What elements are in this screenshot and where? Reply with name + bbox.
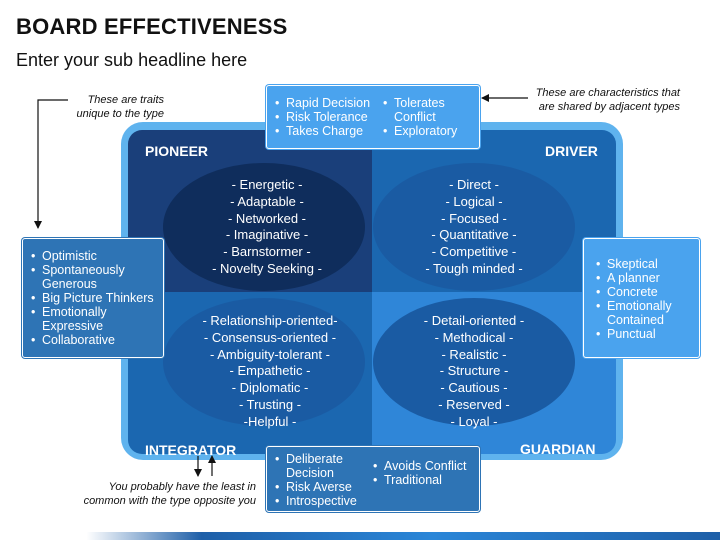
- ellipse-pioneer: [163, 163, 365, 291]
- ellipse-integrator: [163, 298, 365, 426]
- traits-guardian: - Detail-oriented - - Methodical - - Rea…: [373, 313, 575, 431]
- trait-item: - Trusting -: [238, 396, 302, 412]
- trait-item: - Consensus-oriented -: [203, 329, 337, 345]
- ellipse-guardian: [373, 298, 575, 426]
- shared-item: Optimistic: [29, 249, 159, 263]
- shared-item: Rapid Decision: [273, 96, 373, 110]
- trait-item: - Focused -: [441, 210, 507, 226]
- trait-item: -Helpful -: [243, 413, 297, 429]
- shared-item: Deliberate Decision: [273, 452, 373, 480]
- note-line: These are traits: [87, 94, 164, 106]
- traits-pioneer: - Energetic - - Adaptable - - Networked …: [166, 177, 368, 278]
- note-opposite: You probably have the least in common wi…: [80, 480, 256, 508]
- trait-item: - Detail-oriented -: [423, 313, 525, 328]
- trait-item: - Methodical -: [434, 329, 514, 345]
- footer-bar: [0, 532, 720, 540]
- shared-item: Tolerates Conflict: [381, 96, 473, 124]
- trait-item: - Realistic -: [441, 346, 507, 362]
- note-line: common with the type opposite you: [83, 495, 256, 507]
- note-unique-traits: These are traits unique to the type: [72, 93, 164, 121]
- shared-item: Big Picture Thinkers: [29, 291, 159, 305]
- note-line: You probably have the least in: [108, 481, 256, 493]
- shared-item: A planner: [594, 271, 695, 285]
- trait-item: - Energetic -: [231, 177, 303, 192]
- trait-item: - Relationship-oriented-: [202, 313, 338, 328]
- shared-item: Takes Charge: [273, 124, 373, 138]
- label-driver: DRIVER: [545, 143, 598, 159]
- trait-item: - Competitive -: [431, 244, 517, 260]
- shared-box-bottom: Deliberate Decision Risk Averse Introspe…: [266, 446, 480, 512]
- shared-item: Spontaneously Generous: [29, 263, 159, 291]
- shared-item: Punctual: [594, 327, 695, 341]
- arrow-unique-traits: [34, 99, 68, 229]
- ellipse-driver: [373, 163, 575, 291]
- trait-item: - Loyal -: [450, 413, 498, 429]
- shared-item: Collaborative: [29, 333, 159, 347]
- page-title: BOARD EFFECTIVENESS: [16, 14, 288, 39]
- trait-item: - Logical -: [445, 193, 503, 209]
- shared-box-top: Rapid Decision Risk Tolerance Takes Char…: [266, 85, 480, 149]
- shared-item: Concrete: [594, 285, 695, 299]
- trait-item: - Quantitative -: [431, 227, 517, 243]
- trait-item: - Ambiguity-tolerant -: [210, 346, 330, 362]
- trait-item: - Adaptable -: [230, 193, 304, 209]
- label-guardian: GUARDIAN: [520, 441, 596, 457]
- shared-item: Traditional: [371, 473, 475, 487]
- shared-item: Risk Averse: [273, 480, 373, 494]
- trait-item: - Structure -: [439, 363, 509, 379]
- note-shared-traits: These are characteristics that are share…: [520, 86, 680, 114]
- traits-driver: - Direct - - Logical - - Focused - - Qua…: [373, 177, 575, 278]
- trait-item: - Novelty Seeking -: [212, 260, 322, 276]
- traits-integrator: - Relationship-oriented- - Consensus-ori…: [169, 313, 371, 431]
- trait-item: - Cautious -: [440, 380, 508, 396]
- label-integrator: INTEGRATOR: [145, 442, 237, 458]
- label-pioneer: PIONEER: [145, 143, 209, 159]
- trait-item: - Diplomatic -: [231, 380, 309, 396]
- shared-item: Avoids Conflict: [371, 459, 475, 473]
- shared-box-right: Skeptical A planner Concrete Emotionally…: [583, 238, 700, 358]
- trait-item: - Networked -: [227, 210, 307, 226]
- trait-item: - Direct -: [449, 177, 499, 192]
- trait-item: - Empathetic -: [229, 363, 311, 379]
- note-line: unique to the type: [76, 108, 164, 120]
- trait-item: - Reserved -: [438, 396, 510, 412]
- shared-item: Risk Tolerance: [273, 110, 373, 124]
- note-line: are shared by adjacent types: [538, 101, 680, 113]
- note-line: These are characteristics that: [535, 87, 680, 99]
- shared-box-left: Optimistic Spontaneously Generous Big Pi…: [22, 238, 164, 358]
- trait-item: - Imaginative -: [225, 227, 309, 243]
- shared-item: Emotionally Contained: [594, 299, 695, 327]
- shared-item: Emotionally Expressive: [29, 305, 159, 333]
- shared-item: Introspective: [273, 494, 373, 508]
- trait-item: - Barnstormer -: [223, 244, 311, 260]
- shared-item: Exploratory: [381, 124, 473, 138]
- shared-item: Skeptical: [594, 257, 695, 271]
- trait-item: - Tough minded -: [425, 260, 523, 276]
- page-subtitle: Enter your sub headline here: [16, 50, 248, 70]
